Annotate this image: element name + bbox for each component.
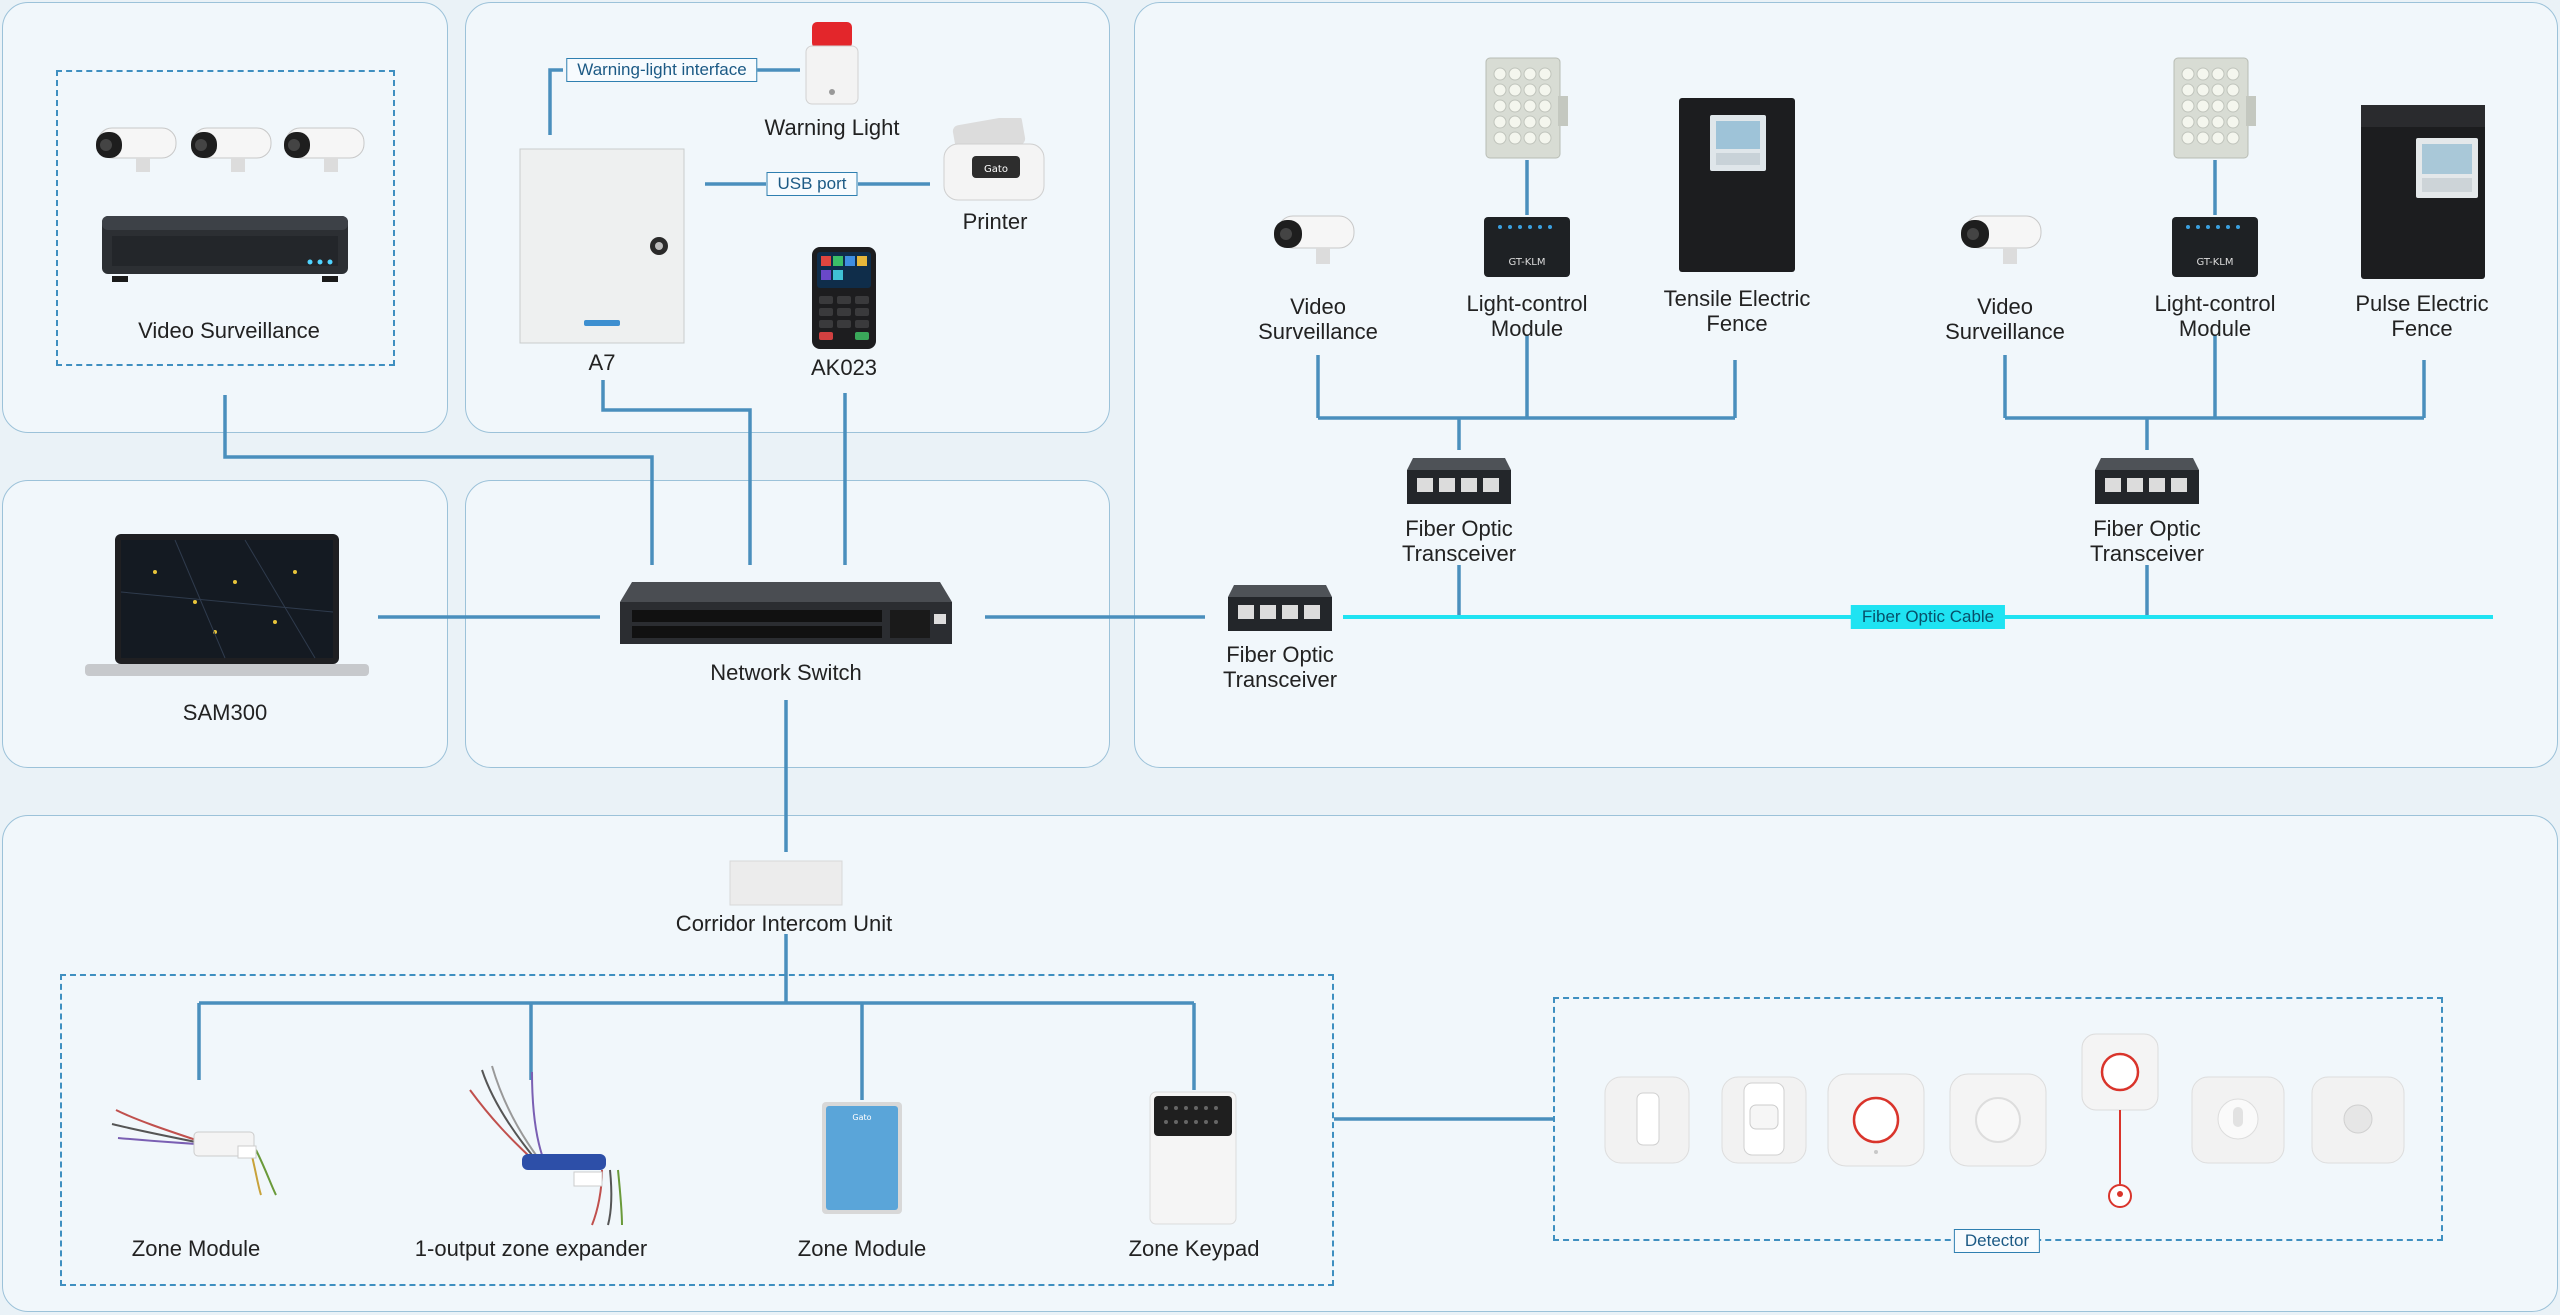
wireless-button-icon: [1949, 1073, 2047, 1167]
fiber-transceiver-icon: [1228, 585, 1332, 631]
laptop-icon: [85, 534, 369, 676]
light-icon: [2173, 57, 2256, 159]
zone-module-icon: Gato: [822, 1102, 902, 1214]
door-sensor-icon: [1604, 1076, 1690, 1164]
zone-module-label: Zone Module: [797, 1236, 927, 1261]
zone-module-brand-text: Gato: [852, 1113, 871, 1122]
ak023-label: AK023: [810, 355, 878, 380]
zone-keypad-label: Zone Keypad: [1128, 1236, 1260, 1261]
fiber-transceiver-icon: [2095, 458, 2199, 504]
fiber-transceiver-label: Fiber Optic Transceiver: [2089, 516, 2205, 566]
panel-perimeter: [1134, 2, 2558, 768]
glass-break-detector-icon: [2191, 1076, 2285, 1164]
light-icon: [1485, 57, 1568, 159]
pulse-fence-label: Pulse Electric Fence: [2355, 291, 2489, 341]
light-control-module-icon: GT-KLM: [2172, 217, 2258, 277]
zone-module-label: Zone Module: [131, 1236, 261, 1261]
camera-icon: [191, 127, 272, 172]
zone-keypad-icon: [1149, 1091, 1237, 1225]
camera-icon: [284, 127, 365, 172]
pulse-fence-controller-icon: [2361, 105, 2485, 279]
video-surveillance-label: Video Surveillance: [138, 318, 320, 343]
fiber-transceiver-main-label: Fiber Optic Transceiver: [1222, 642, 1338, 692]
network-switch-icon: [620, 582, 952, 644]
zone-expander-label: 1-output zone expander: [414, 1236, 648, 1261]
warning-light-icon: [805, 22, 859, 105]
video-surveillance-label: Video Surveillance: [1945, 294, 2065, 344]
tensile-fence-controller-icon: [1679, 98, 1795, 272]
zone-device-group: [60, 974, 1334, 1286]
corridor-intercom-unit-icon: [729, 860, 843, 906]
a7-control-panel-icon: [519, 148, 685, 344]
panic-button-icon: [1827, 1073, 1925, 1167]
video-surveillance-label: Video Surveillance: [1258, 294, 1378, 344]
video-surveillance-group: [56, 70, 395, 366]
light-control-module-icon: GT-KLM: [1484, 217, 1570, 277]
corridor-intercom-label: Corridor Intercom Unit: [675, 911, 893, 936]
pir-detector-icon: [1721, 1076, 1807, 1164]
printer-icon: Gato: [943, 118, 1045, 201]
light-module-model-text: GT-KLM: [2197, 257, 2234, 268]
ak023-keypad-icon: [812, 247, 876, 349]
warning-light-label: Warning Light: [764, 115, 900, 140]
zone-expander-icon: [469, 1065, 623, 1226]
nvr-icon: [102, 216, 348, 282]
light-module-model-text: GT-KLM: [1509, 257, 1546, 268]
network-switch-label: Network Switch: [710, 660, 862, 685]
light-control-module-label: Light-control Module: [1466, 291, 1588, 341]
svg-text:Gato: Gato: [984, 164, 1008, 175]
usb-port-tag: USB port: [766, 172, 858, 196]
fiber-optic-cable-tag: Fiber Optic Cable: [1850, 605, 2006, 629]
camera-icon: [1274, 215, 1355, 264]
sam300-label: SAM300: [182, 700, 268, 725]
tensile-fence-label: Tensile Electric Fence: [1663, 286, 1811, 336]
pendant-panic-button-icon: [2081, 1033, 2159, 1208]
camera-icon: [96, 127, 177, 172]
camera-icon: [1961, 215, 2042, 264]
fiber-transceiver-icon: [1407, 458, 1511, 504]
warning-light-interface-tag: Warning-light interface: [566, 58, 758, 82]
a7-label: A7: [588, 350, 616, 375]
zone-module-icon: [111, 1109, 277, 1196]
light-control-module-label: Light-control Module: [2154, 291, 2276, 341]
ceiling-detector-icon: [2311, 1076, 2405, 1164]
detector-tag: Detector: [1953, 1229, 2041, 1253]
fiber-transceiver-label: Fiber Optic Transceiver: [1401, 516, 1517, 566]
printer-label: Printer: [962, 209, 1028, 234]
